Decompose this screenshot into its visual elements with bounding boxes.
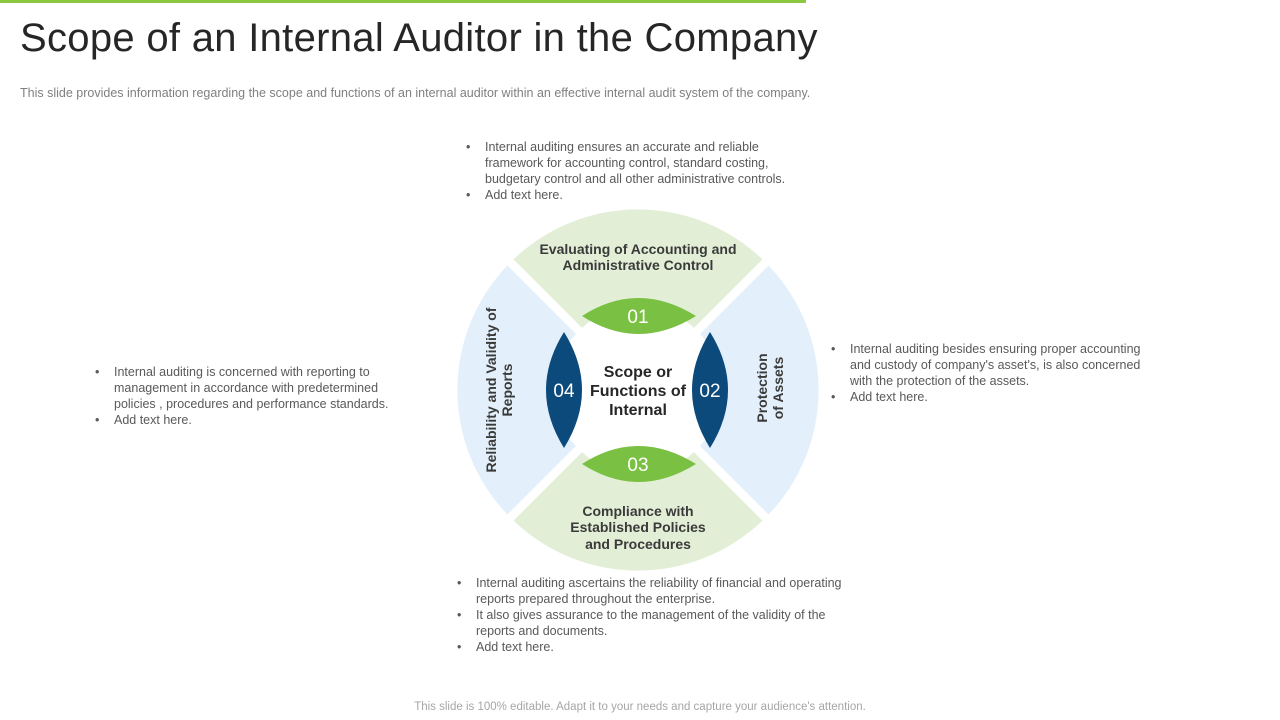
bullet-item: It also gives assurance to the managemen… xyxy=(457,607,867,639)
segment-label-03: Established Policies xyxy=(570,519,706,535)
lens-02 xyxy=(692,332,728,448)
segment-label-01: Evaluating of Accounting and xyxy=(539,241,736,257)
segment-left xyxy=(457,265,576,515)
center-label-line: Internal xyxy=(609,402,667,419)
lens-03 xyxy=(582,446,696,482)
lens-04 xyxy=(546,332,582,448)
segment-label-03: and Procedures xyxy=(585,536,691,552)
page-subtitle: This slide provides information regardin… xyxy=(20,86,811,100)
segment-bottom xyxy=(513,452,763,571)
segment-label-02: of Assets xyxy=(770,357,786,420)
bullet-item: Add text here. xyxy=(95,412,415,428)
bullet-item: Internal auditing is concerned with repo… xyxy=(95,364,415,412)
bullet-item: Internal auditing besides ensuring prope… xyxy=(831,341,1161,389)
segment-label-04: Reliability and Validity of xyxy=(483,307,499,472)
number-04: 04 xyxy=(553,381,575,402)
bullet-item: Internal auditing ensures an accurate an… xyxy=(466,139,811,187)
number-03: 03 xyxy=(627,455,648,476)
segment-label-02-group: Protection of Assets xyxy=(754,353,786,422)
bullet-item: Add text here. xyxy=(457,639,867,655)
bullet-item: Internal auditing ascertains the reliabi… xyxy=(457,575,867,607)
bullet-item: Add text here. xyxy=(466,187,811,203)
number-01: 01 xyxy=(627,307,648,328)
segment-label-04-group: Reliability and Validity of Reports xyxy=(483,307,515,472)
bullet-list-top: Internal auditing ensures an accurate an… xyxy=(466,139,811,203)
segment-top xyxy=(513,209,763,328)
lens-01 xyxy=(582,298,696,334)
center-label-line: Scope or xyxy=(604,364,672,381)
bullet-list-bottom: Internal auditing ascertains the reliabi… xyxy=(457,575,867,655)
bullet-list-left: Internal auditing is concerned with repo… xyxy=(95,364,415,428)
scope-diagram: 01 02 03 04 Scope or Functions of Intern… xyxy=(457,209,819,571)
segment-label-01: Administrative Control xyxy=(563,257,714,273)
footer-note: This slide is 100% editable. Adapt it to… xyxy=(414,701,866,713)
segment-label-03: Compliance with xyxy=(582,503,693,519)
segment-label-02: Protection xyxy=(754,353,770,422)
segment-label-04: Reports xyxy=(499,363,515,416)
segment-right xyxy=(700,265,819,515)
center-label-line: Functions of xyxy=(590,383,687,400)
number-02: 02 xyxy=(699,381,720,402)
page-title: Scope of an Internal Auditor in the Comp… xyxy=(20,16,818,60)
top-accent-bar xyxy=(0,0,806,3)
bullet-list-right: Internal auditing besides ensuring prope… xyxy=(831,341,1161,405)
bullet-item: Add text here. xyxy=(831,389,1161,405)
